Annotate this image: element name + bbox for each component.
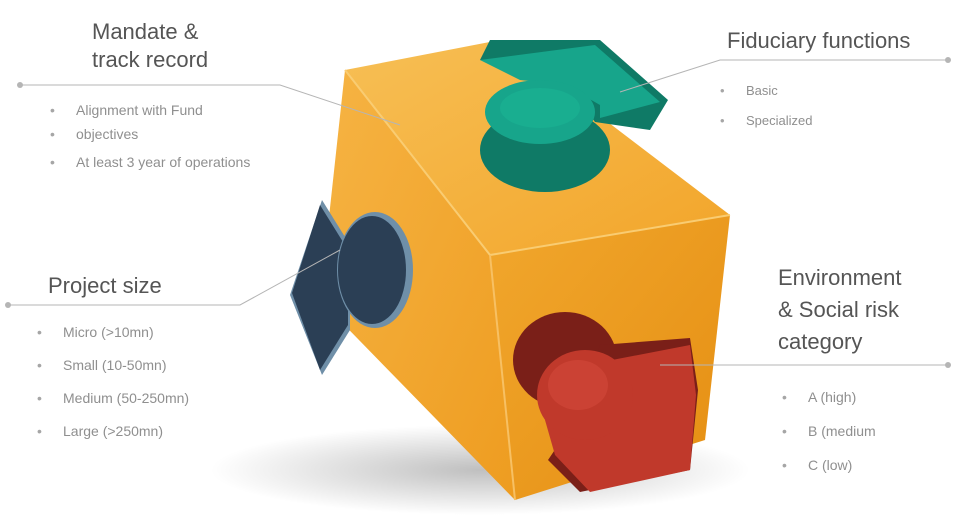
env-social-heading-line3: category <box>778 329 863 354</box>
connector-dots <box>5 57 951 368</box>
connector-project-size <box>8 249 341 306</box>
fiduciary-list: Basic Specialized <box>720 76 813 136</box>
env-social-heading-line1: Environment <box>778 265 902 290</box>
list-item: Micro (>10mn) <box>37 316 189 349</box>
cube-left-face <box>320 70 515 500</box>
green-puzzle-piece <box>480 40 668 192</box>
connector-mandate <box>20 84 401 126</box>
fiduciary-heading: Fiduciary functions <box>727 28 911 53</box>
mandate-heading: Mandate & track record <box>92 18 208 74</box>
cube-edge-vertical <box>489 254 516 501</box>
list-item: Alignment with Fund <box>50 100 250 120</box>
env-social-heading: Environment & Social risk category <box>778 262 902 358</box>
env-social-list: A (high) B (medium C (low) <box>782 380 876 482</box>
list-item-continuation: objectives <box>50 120 250 148</box>
list-item: B (medium <box>782 414 876 448</box>
list-item: At least 3 year of operations <box>50 148 250 176</box>
list-item: C (low) <box>782 448 876 482</box>
list-item: Medium (50-250mn) <box>37 382 189 415</box>
red-puzzle-piece <box>513 312 698 492</box>
mandate-list: Alignment with Fund objectives At least … <box>50 100 250 176</box>
mandate-heading-line1: Mandate & <box>92 19 199 44</box>
project-size-list: Micro (>10mn) Small (10-50mn) Medium (50… <box>37 316 189 448</box>
connector-lines <box>8 59 948 366</box>
list-item: Basic <box>720 76 813 106</box>
list-item: Small (10-50mn) <box>37 349 189 382</box>
list-item: Large (>250mn) <box>37 415 189 448</box>
navy-puzzle-piece <box>290 200 413 375</box>
list-item: Specialized <box>720 106 813 136</box>
list-item: A (high) <box>782 380 876 414</box>
connector-fiduciary <box>619 59 948 93</box>
mandate-heading-line2: track record <box>92 47 209 72</box>
project-size-heading: Project size <box>48 273 162 298</box>
env-social-heading-line2: & Social risk <box>778 297 900 322</box>
